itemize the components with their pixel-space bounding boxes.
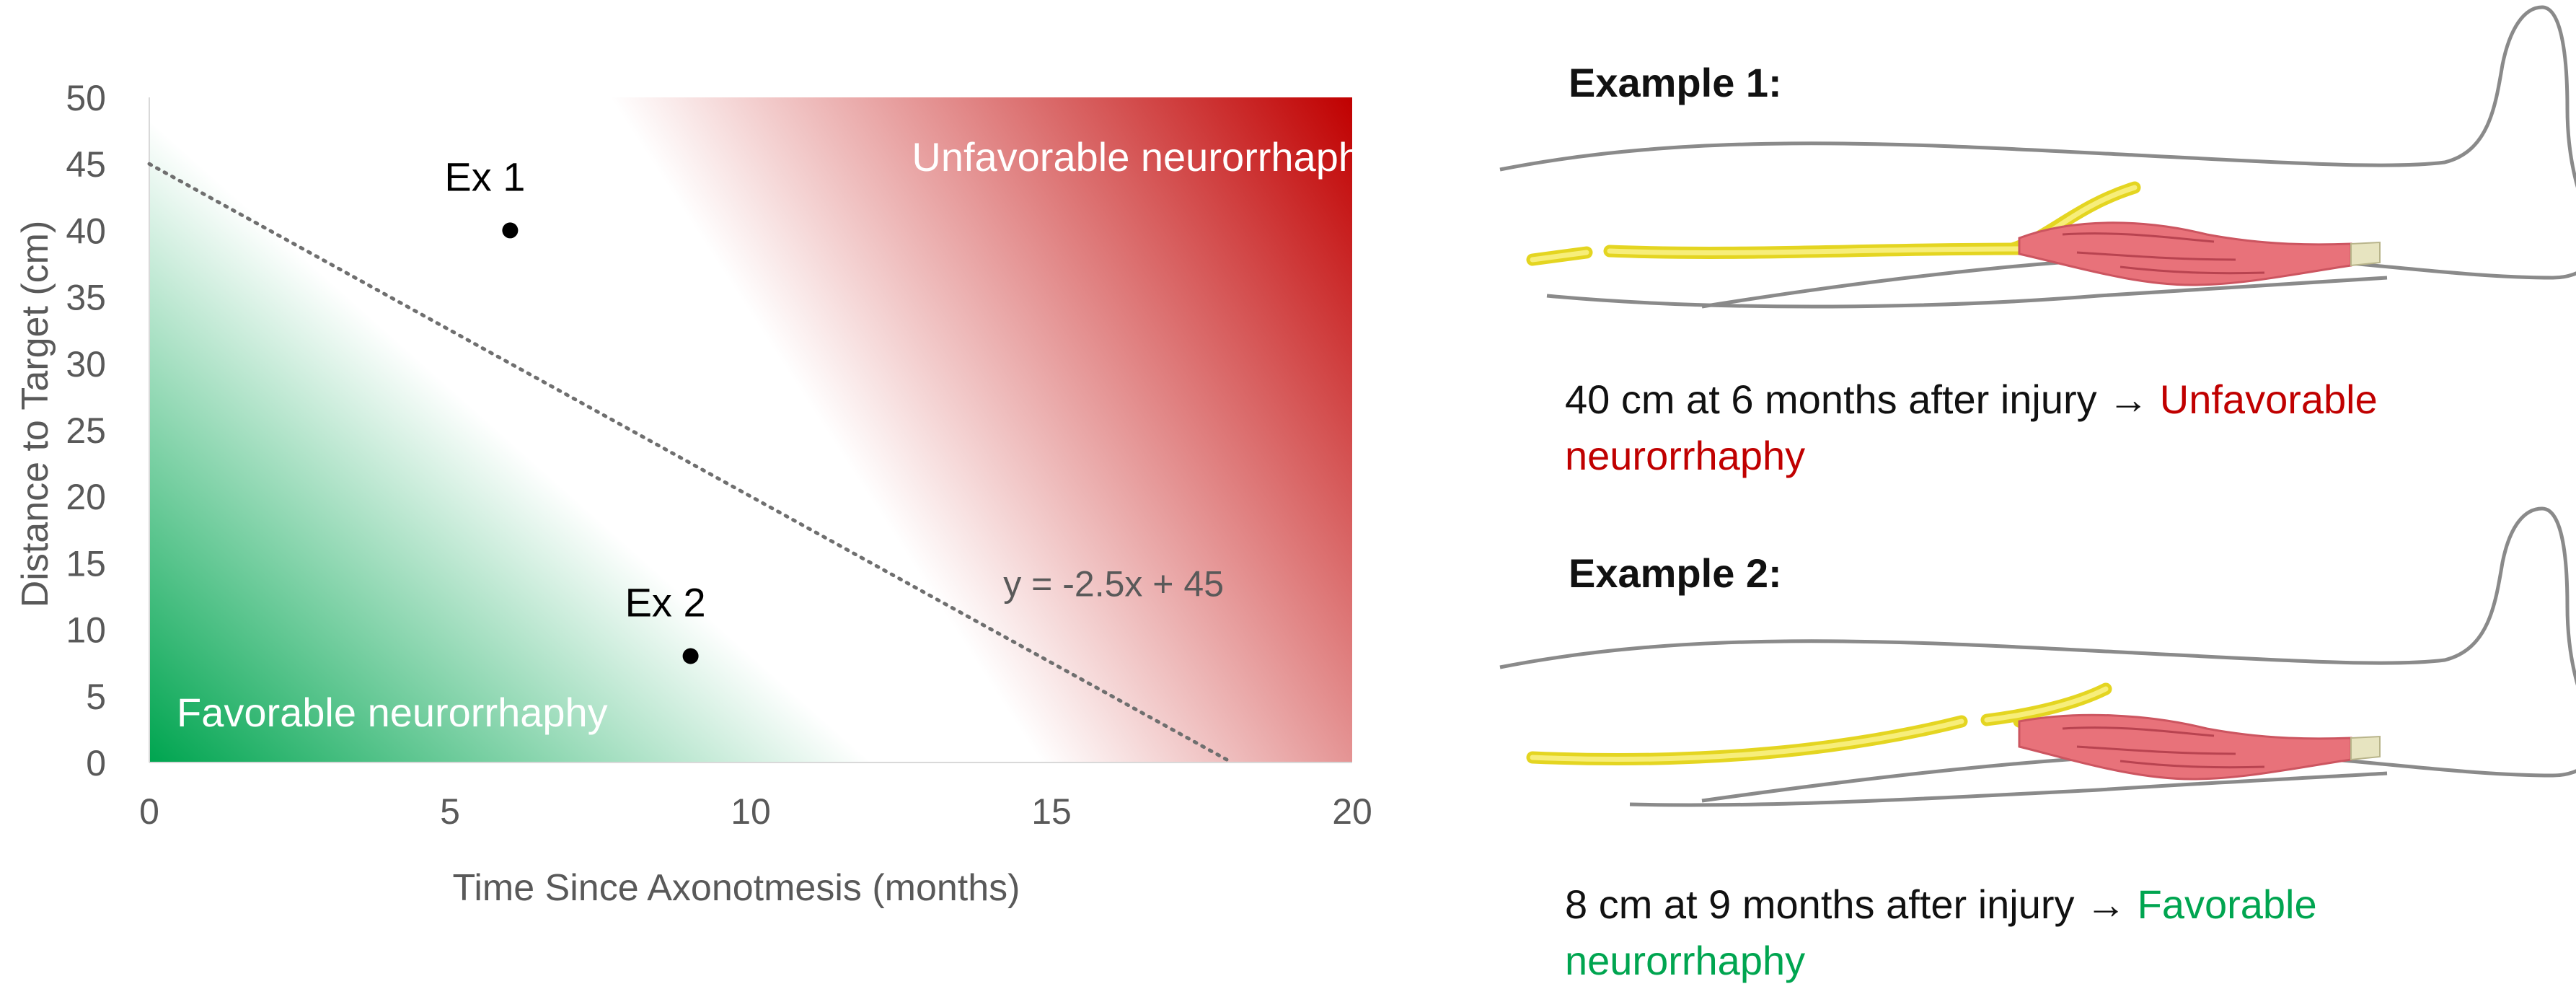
data-point-label: Ex 1 <box>444 154 525 199</box>
data-point <box>682 648 699 664</box>
y-tick-label: 45 <box>66 144 106 185</box>
data-points: Ex 1 Ex 2 <box>444 154 706 664</box>
y-tick-label: 10 <box>66 610 106 651</box>
leg-lower-outline <box>1546 276 2388 309</box>
y-tick-label: 50 <box>66 78 106 118</box>
x-tick-label: 5 <box>440 791 460 832</box>
y-tick-label: 25 <box>66 410 106 451</box>
tendon <box>2350 241 2381 267</box>
y-tick-label: 35 <box>66 278 106 318</box>
example-1-title: Example 1: <box>1569 60 1782 105</box>
threshold-line <box>147 162 1234 765</box>
tendon <box>2350 735 2381 761</box>
examples-panel: Example 1: 40 cm at 6 months after injur… <box>1457 0 2576 988</box>
caption-1-result: Unfavorable neurorrhaphy <box>1565 377 2378 478</box>
x-tick-label: 10 <box>731 791 771 832</box>
y-tick-label: 20 <box>66 477 106 517</box>
y-tick-label: 15 <box>66 543 106 584</box>
caption-2-result: Favorable neurorrhaphy <box>1565 882 2317 983</box>
data-point <box>502 222 519 239</box>
data-point-label: Ex 2 <box>625 579 706 625</box>
x-tick-labels: 0 5 10 15 20 <box>139 791 1372 832</box>
muscle-fibers <box>2062 232 2265 275</box>
leg-outline <box>1499 5 2576 309</box>
y-tick-label: 0 <box>86 743 106 783</box>
nerve-highlight <box>1530 686 2109 762</box>
muscle-fibers <box>2062 726 2265 769</box>
example-2-caption: 8 cm at 9 months after injury → Favorabl… <box>1565 876 2546 989</box>
equation-label: y = -2.5x + 45 <box>1003 564 1224 605</box>
y-tick-label: 30 <box>66 344 106 384</box>
unfavorable-region-label: Unfavorable neurorrhaphy <box>912 134 1381 180</box>
leg-illustration-2 <box>1499 506 2576 807</box>
x-axis-title: Time Since Axonotmesis (months) <box>452 867 1020 909</box>
favorable-region-label: Favorable neurorrhaphy <box>177 690 608 735</box>
example-2-title: Example 2: <box>1569 550 1782 596</box>
leg-illustration-1 <box>1499 5 2576 309</box>
nerve-highlight <box>1530 185 2138 263</box>
plot-area <box>149 97 1352 762</box>
axis-lines <box>149 97 1352 763</box>
y-axis-title: Distance to Target (cm) <box>14 221 56 608</box>
y-tick-label: 5 <box>86 677 106 717</box>
y-tick-labels: 0 5 10 15 20 25 30 35 40 45 50 <box>66 78 106 783</box>
leg-lower-outline <box>1629 771 2388 807</box>
decision-chart: 0 5 10 15 20 25 30 35 40 45 50 0 5 10 15 20 y = -2.5x … <box>14 78 1381 909</box>
x-tick-label: 0 <box>139 791 159 832</box>
x-tick-label: 20 <box>1332 791 1372 832</box>
example-1-caption: 40 cm at 6 months after injury → Unfavor… <box>1565 372 2546 484</box>
caption-2-main: 8 cm at 9 months after injury → <box>1565 882 2138 927</box>
muscle <box>2018 221 2352 286</box>
x-tick-label: 15 <box>1031 791 1072 832</box>
caption-1-main: 40 cm at 6 months after injury → <box>1565 377 2160 422</box>
favorable-region <box>149 97 1352 762</box>
threshold-group: y = -2.5x + 45 <box>147 162 1234 765</box>
y-tick-label: 40 <box>66 211 106 251</box>
muscle <box>2018 713 2352 781</box>
